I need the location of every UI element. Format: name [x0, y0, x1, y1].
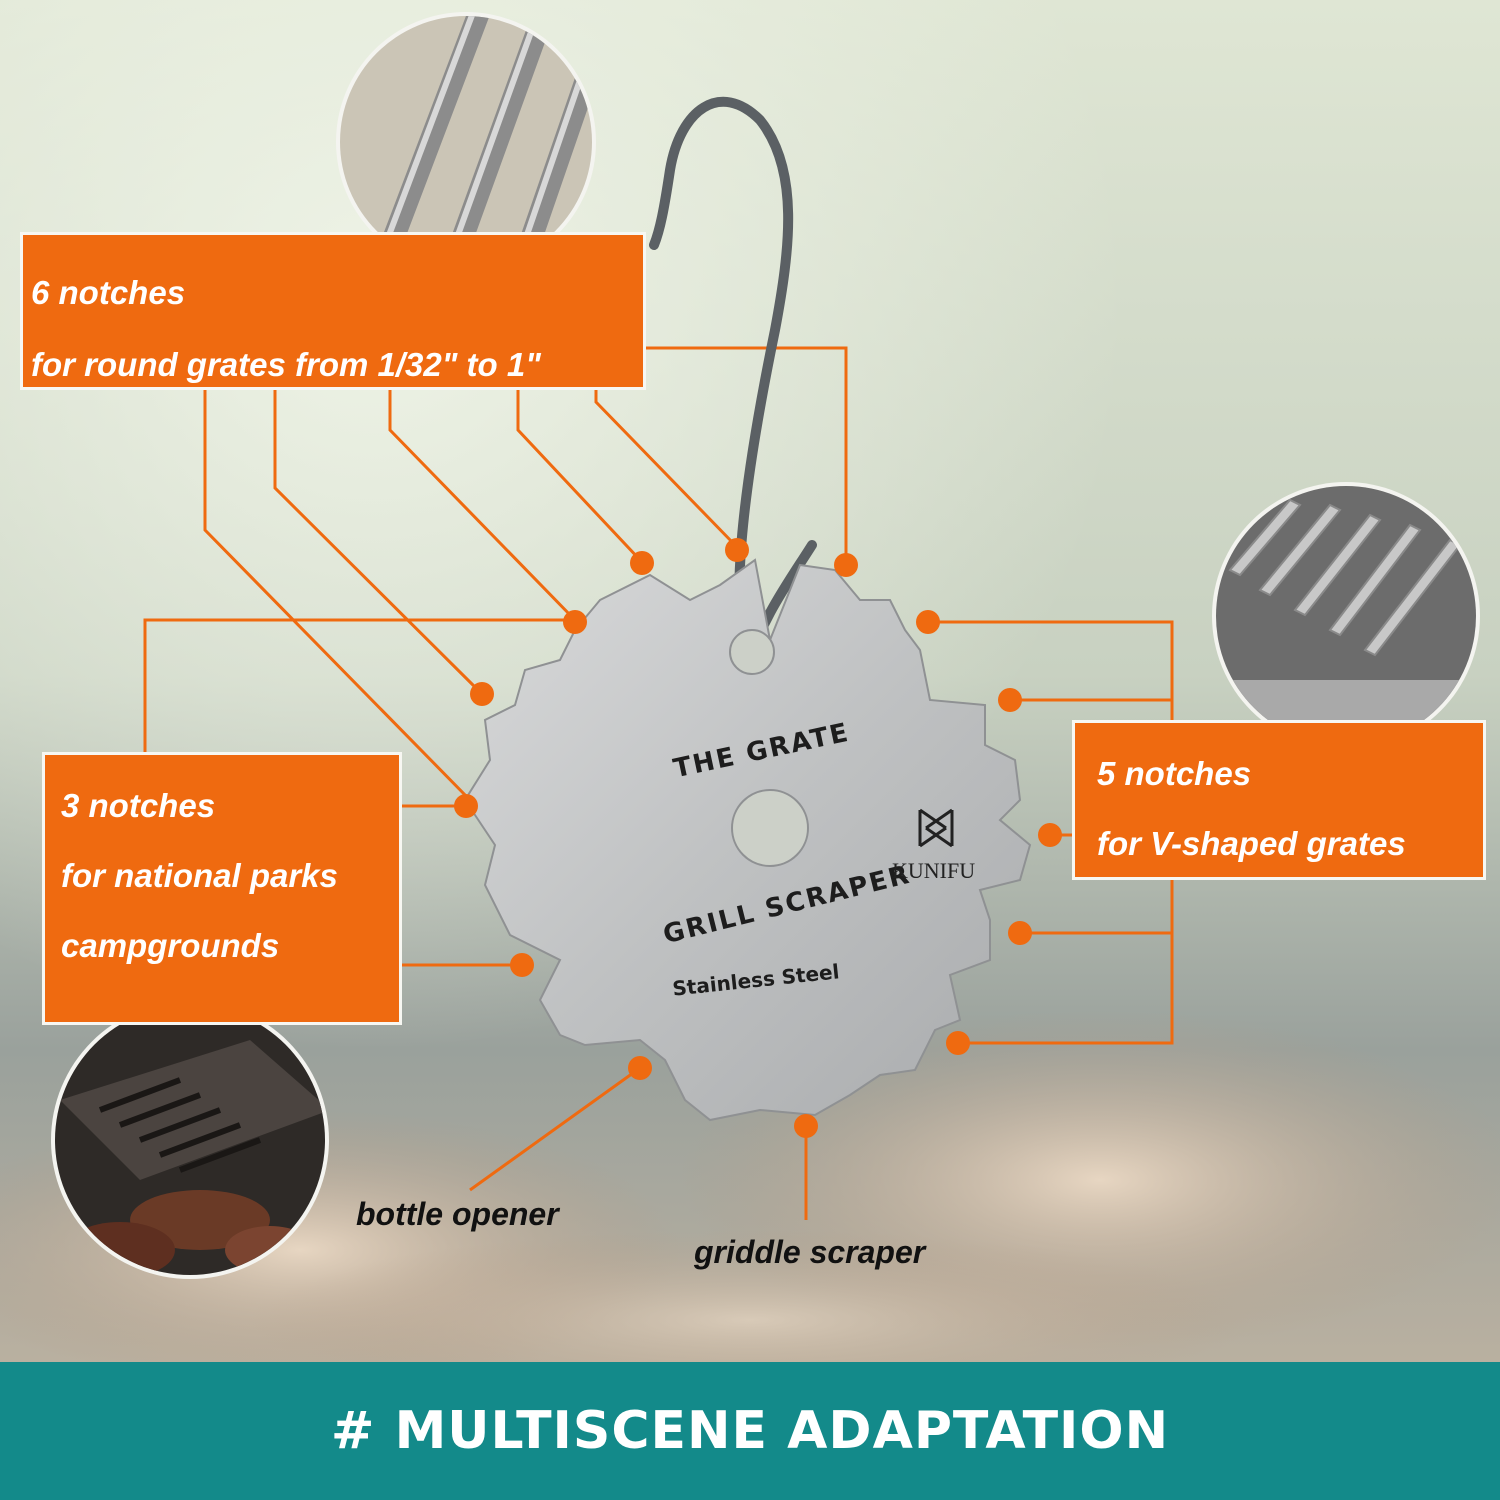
callout-round-count: 6 notches [31, 274, 186, 311]
callout-round-grates: 6 notches for round grates from 1/32" to… [20, 232, 646, 390]
callout-round-desc: for round grates from 1/32" to 1" [31, 346, 541, 383]
s-hook [649, 96, 794, 673]
footer-banner: # MULTISCENE ADAPTATION [0, 1362, 1500, 1500]
callout-parks-desc2: campgrounds [61, 927, 280, 964]
pointer-dots [454, 538, 1062, 1138]
footer-title: # MULTISCENE ADAPTATION [330, 1401, 1170, 1461]
leader-lines [143, 346, 1174, 1220]
inset-round-grates [336, 12, 596, 272]
brand-name: KUNIFU [892, 858, 976, 883]
brand-logo [918, 808, 954, 848]
inset-campground-grill [51, 1001, 329, 1279]
label-bottle-opener: bottle opener [356, 1196, 559, 1232]
callout-v-count: 5 notches [1097, 755, 1252, 792]
callout-v-grates: 5 notches for V-shaped grates [1072, 720, 1486, 880]
callout-v-desc: for V-shaped grates [1097, 825, 1406, 862]
callout-parks-count: 3 notches [61, 787, 216, 824]
inset-v-grates [1212, 482, 1480, 750]
callout-national-parks: 3 notches for national parks campgrounds [42, 752, 402, 1025]
callout-parks-desc: for national parks [61, 857, 338, 894]
label-griddle-scraper: griddle scraper [694, 1234, 926, 1270]
grill-scraper-body [463, 558, 1032, 1122]
